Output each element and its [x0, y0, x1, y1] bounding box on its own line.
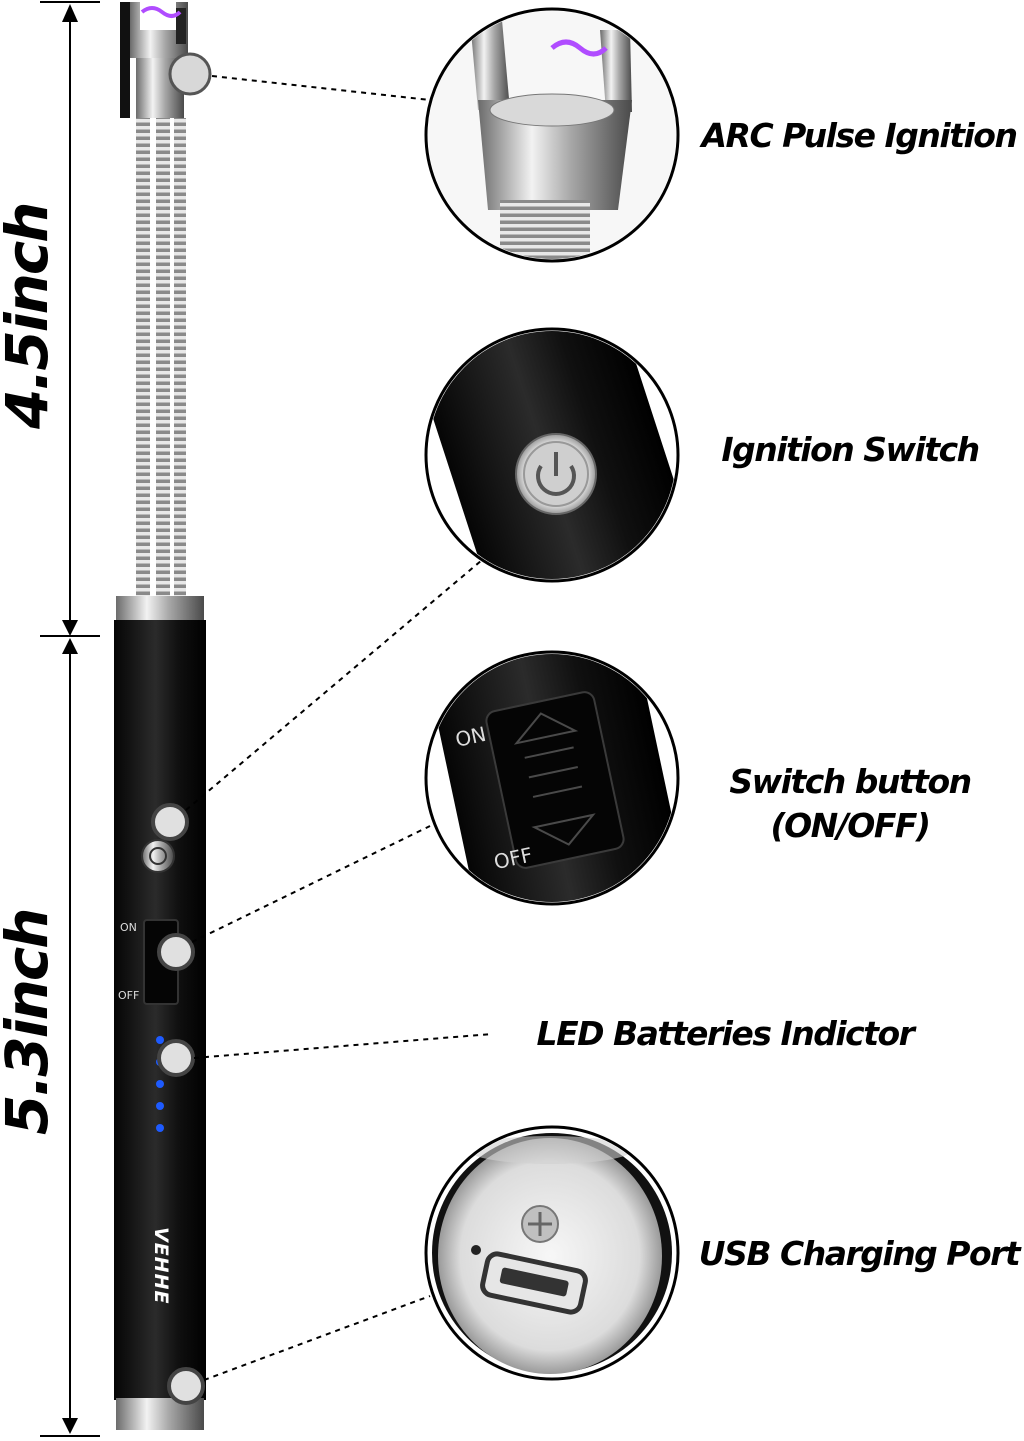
- svg-text:OFF: OFF: [118, 989, 139, 1002]
- callout-led-indicator: LED Batteries Indictor: [536, 1014, 915, 1053]
- svg-text:ON: ON: [120, 921, 137, 934]
- detail-ignition: [424, 327, 680, 583]
- callout-ignition-switch: Ignition Switch: [721, 430, 980, 469]
- callout-markers: [151, 803, 205, 1405]
- lighter-body: ON OFF: [114, 596, 206, 1430]
- callout-switch-line1: Switch button: [729, 762, 972, 801]
- callout-switch-button: Switch button (ON/OFF): [700, 760, 1000, 848]
- brand-logo-text: VEHHE: [150, 1227, 172, 1305]
- detail-arc-head: [424, 7, 680, 263]
- leader-lines: [185, 75, 493, 1381]
- flexible-neck: [136, 118, 186, 598]
- dimension-arrows: [40, 1, 100, 1437]
- callout-switch-line2: (ON/OFF): [770, 806, 931, 845]
- dimension-upper-label: 4.5inch: [0, 203, 61, 429]
- detail-switch: ON OFF: [424, 650, 680, 906]
- power-icon: [536, 452, 576, 496]
- lighter-head: [120, 2, 212, 118]
- dimension-lower-label: 5.3inch: [0, 909, 61, 1135]
- callout-arc-pulse-ignition: ARC Pulse Ignition: [701, 116, 1018, 155]
- callout-usb-charging-port: USB Charging Port: [698, 1234, 1021, 1273]
- arrow-heads: [62, 4, 78, 1434]
- detail-usb: [424, 1125, 680, 1381]
